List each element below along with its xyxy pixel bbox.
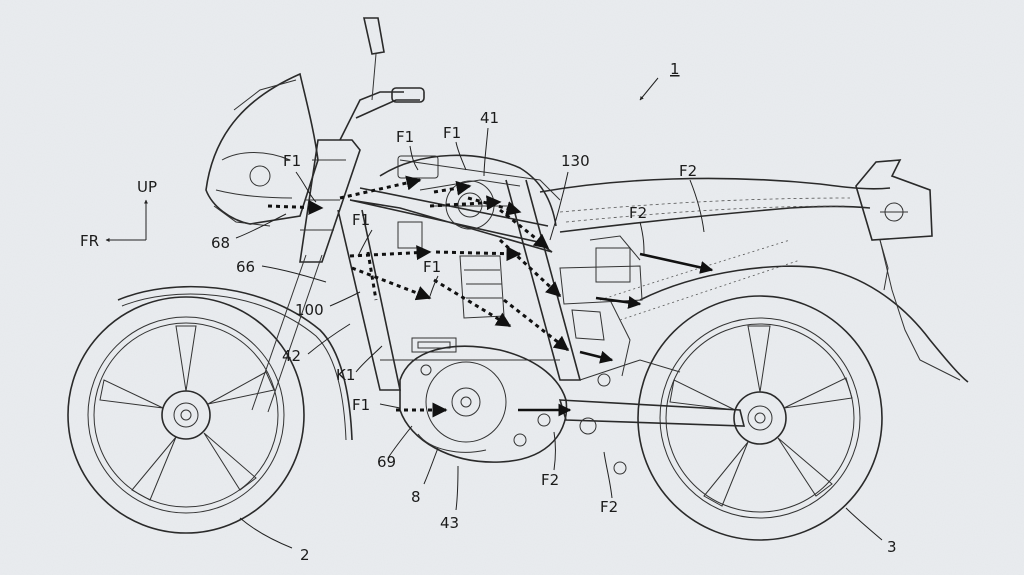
rear-airflow-guides (599, 239, 801, 321)
label-f2-b: F2 (629, 204, 647, 222)
reference-leaders (235, 77, 883, 549)
label-8: 8 (411, 488, 421, 506)
rear-fender (639, 239, 969, 383)
airflow-f2-arrows (518, 252, 714, 417)
front-fork (251, 139, 361, 413)
label-3: 3 (887, 538, 897, 556)
label-f2-a: F2 (679, 162, 697, 180)
tail-light (855, 159, 933, 291)
airflow-f1-arrows (267, 175, 570, 418)
label-f2-c: F2 (541, 471, 559, 489)
label-f1-f: F1 (352, 396, 370, 414)
label-f1-e: F1 (423, 258, 441, 276)
label-43: 43 (440, 514, 459, 532)
up-label: UP (137, 178, 157, 196)
direction-indicator (105, 199, 148, 242)
label-69: 69 (377, 453, 396, 471)
label-k1: K1 (336, 366, 355, 384)
label-66: 66 (236, 258, 255, 276)
label-f1-a: F1 (283, 152, 301, 170)
front-wheel (67, 296, 305, 534)
rear-subframe (559, 235, 643, 377)
label-2: 2 (300, 546, 310, 564)
front-fairing (205, 72, 319, 227)
seat (539, 177, 891, 233)
label-100: 100 (295, 301, 324, 319)
label-130: 130 (561, 152, 590, 170)
ref-1-label: 1 (670, 60, 680, 78)
label-f1-c: F1 (443, 124, 461, 142)
label-68: 68 (211, 234, 230, 252)
rear-wheel (637, 295, 883, 541)
handlebar (339, 17, 425, 141)
label-f2-d: F2 (600, 498, 618, 516)
label-f1-d: F1 (352, 211, 370, 229)
label-41: 41 (480, 109, 499, 127)
label-42: 42 (282, 347, 301, 365)
front-fender (117, 285, 353, 441)
label-f1-b: F1 (396, 128, 414, 146)
front-label: FR (80, 232, 99, 250)
